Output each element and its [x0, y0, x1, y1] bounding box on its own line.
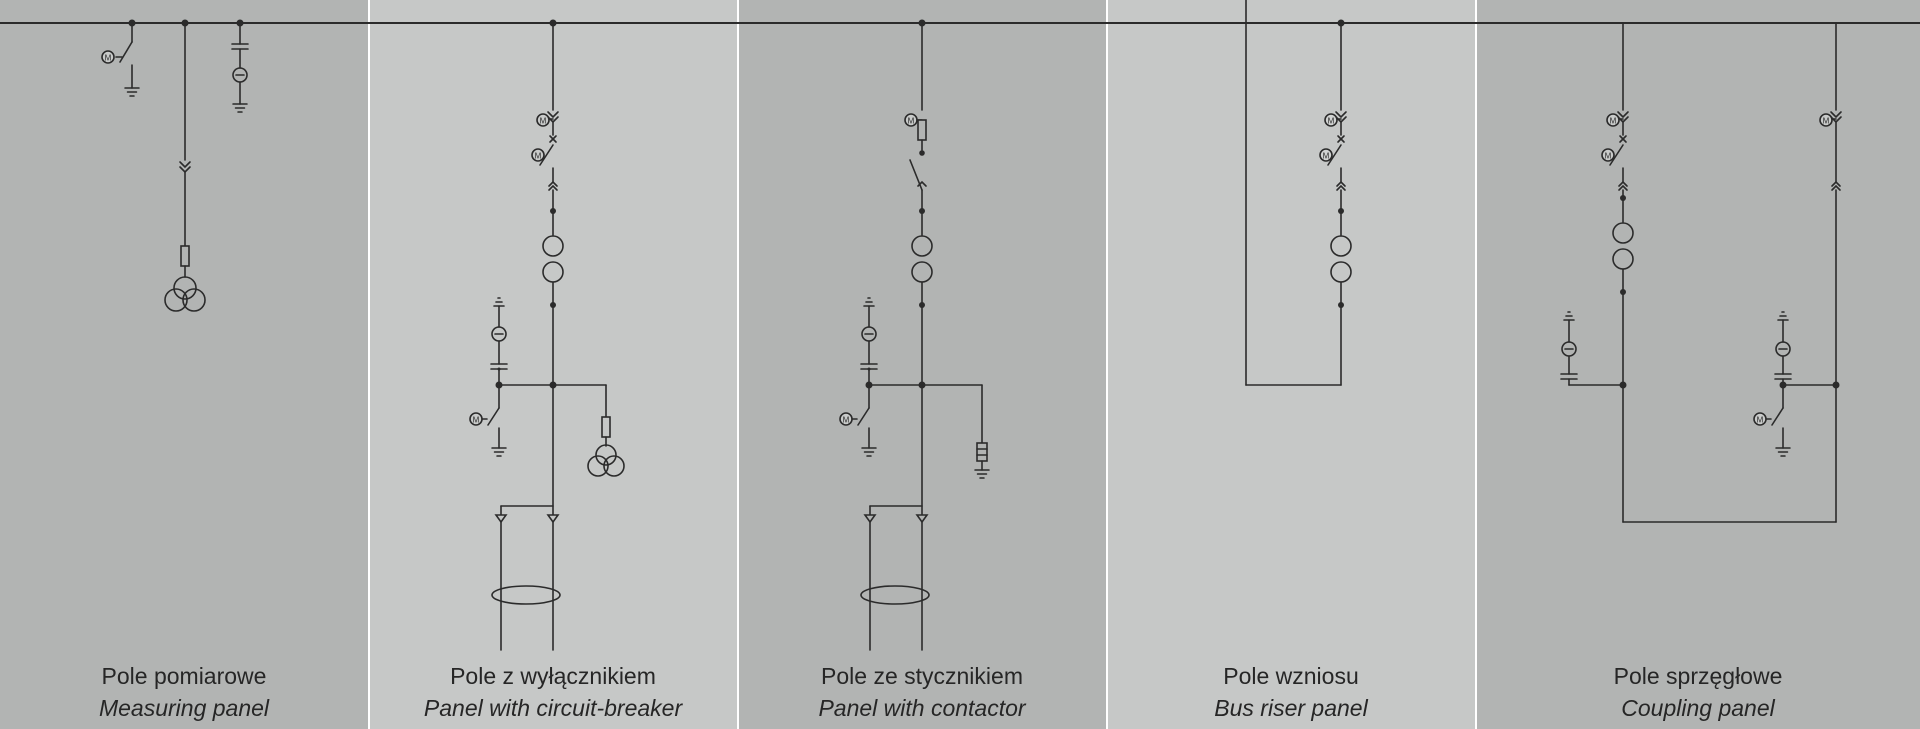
motor-drive-label: M [1757, 416, 1764, 425]
fuse-icon [917, 119, 927, 141]
panel-caption-circuit-breaker: Pole z wyłącznikiem Panel with circuit-b… [369, 660, 737, 724]
panel-name-en: Bus riser panel [1214, 695, 1368, 721]
panel-name-en: Measuring panel [98, 695, 270, 721]
panel-caption-coupling: Pole sprzęgłowe Coupling panel [1514, 660, 1882, 724]
motor-drive-icon [531, 148, 545, 162]
motor-drive-label: M [535, 152, 542, 161]
motor-drive-icon [536, 113, 550, 127]
panel-name-pl: Pole wzniosu [1223, 663, 1359, 689]
panel-name-pl: Pole z wyłącznikiem [450, 663, 656, 689]
panel-name-en: Coupling panel [1621, 695, 1775, 721]
motor-drive-label: M [1610, 117, 1617, 126]
coupling-panel-circuit: M M [1560, 22, 1842, 523]
panel-name-pl: Pole pomiarowe [101, 663, 267, 689]
motor-drive-icon [1753, 412, 1767, 426]
motor-drive-icon [1324, 113, 1338, 127]
voltage-transformer-icon [595, 444, 617, 466]
motor-drive-icon [1606, 113, 1620, 127]
panel-caption-bus-riser: Pole wzniosu Bus riser panel [1107, 660, 1475, 724]
motor-drive-label: M [908, 117, 915, 126]
circuit-breaker-panel-circuit: M M [469, 22, 625, 651]
panel-name-pl: Pole sprzęgłowe [1613, 663, 1783, 689]
current-transformer-icon [542, 235, 564, 257]
motor-drive-label: M [473, 416, 480, 425]
motor-drive-icon [839, 412, 853, 426]
motor-drive-icon [1319, 148, 1333, 162]
surge-arrester-icon [976, 442, 988, 462]
current-transformer-icon [911, 235, 933, 257]
motor-drive-label: M [1823, 117, 1830, 126]
fuse-icon [601, 416, 611, 438]
panel-name-en: Panel with circuit-breaker [423, 695, 683, 721]
earth-fault-ct-icon [860, 585, 930, 605]
panel-bg-coupling [1476, 0, 1920, 729]
current-transformer-icon [1330, 235, 1352, 257]
earth-fault-ct-icon [491, 585, 561, 605]
cable-terminal-icon [915, 514, 929, 524]
panel-caption-contactor: Pole ze stycznikiem Panel with contactor [738, 660, 1106, 724]
current-transformer-icon [1612, 222, 1634, 244]
motor-drive-label: M [1328, 117, 1335, 126]
motor-drive-icon [1819, 113, 1833, 127]
cable-terminal-icon [494, 514, 508, 524]
panel-name-pl: Pole ze stycznikiem [821, 663, 1023, 689]
motor-drive-icon [101, 50, 115, 64]
measuring-panel-circuit: M [101, 22, 249, 312]
motor-drive-label: M [540, 117, 547, 126]
voltage-transformer-icon [173, 276, 197, 300]
motor-drive-label: M [105, 54, 112, 63]
cable-terminal-icon [863, 514, 877, 524]
cable-terminal-icon [546, 514, 560, 524]
panel-caption-measuring: Pole pomiarowe Measuring panel [0, 660, 368, 724]
motor-drive-icon [1601, 148, 1615, 162]
motor-drive-label: M [1323, 152, 1330, 161]
panel-bg-bus-riser [1107, 0, 1476, 729]
panel-name-en: Panel with contactor [818, 695, 1026, 721]
junction-dots [128, 19, 1840, 389]
motor-drive-icon [469, 412, 483, 426]
motor-drive-label: M [843, 416, 850, 425]
fuse-icon [180, 245, 190, 267]
motor-drive-label: M [1605, 152, 1612, 161]
